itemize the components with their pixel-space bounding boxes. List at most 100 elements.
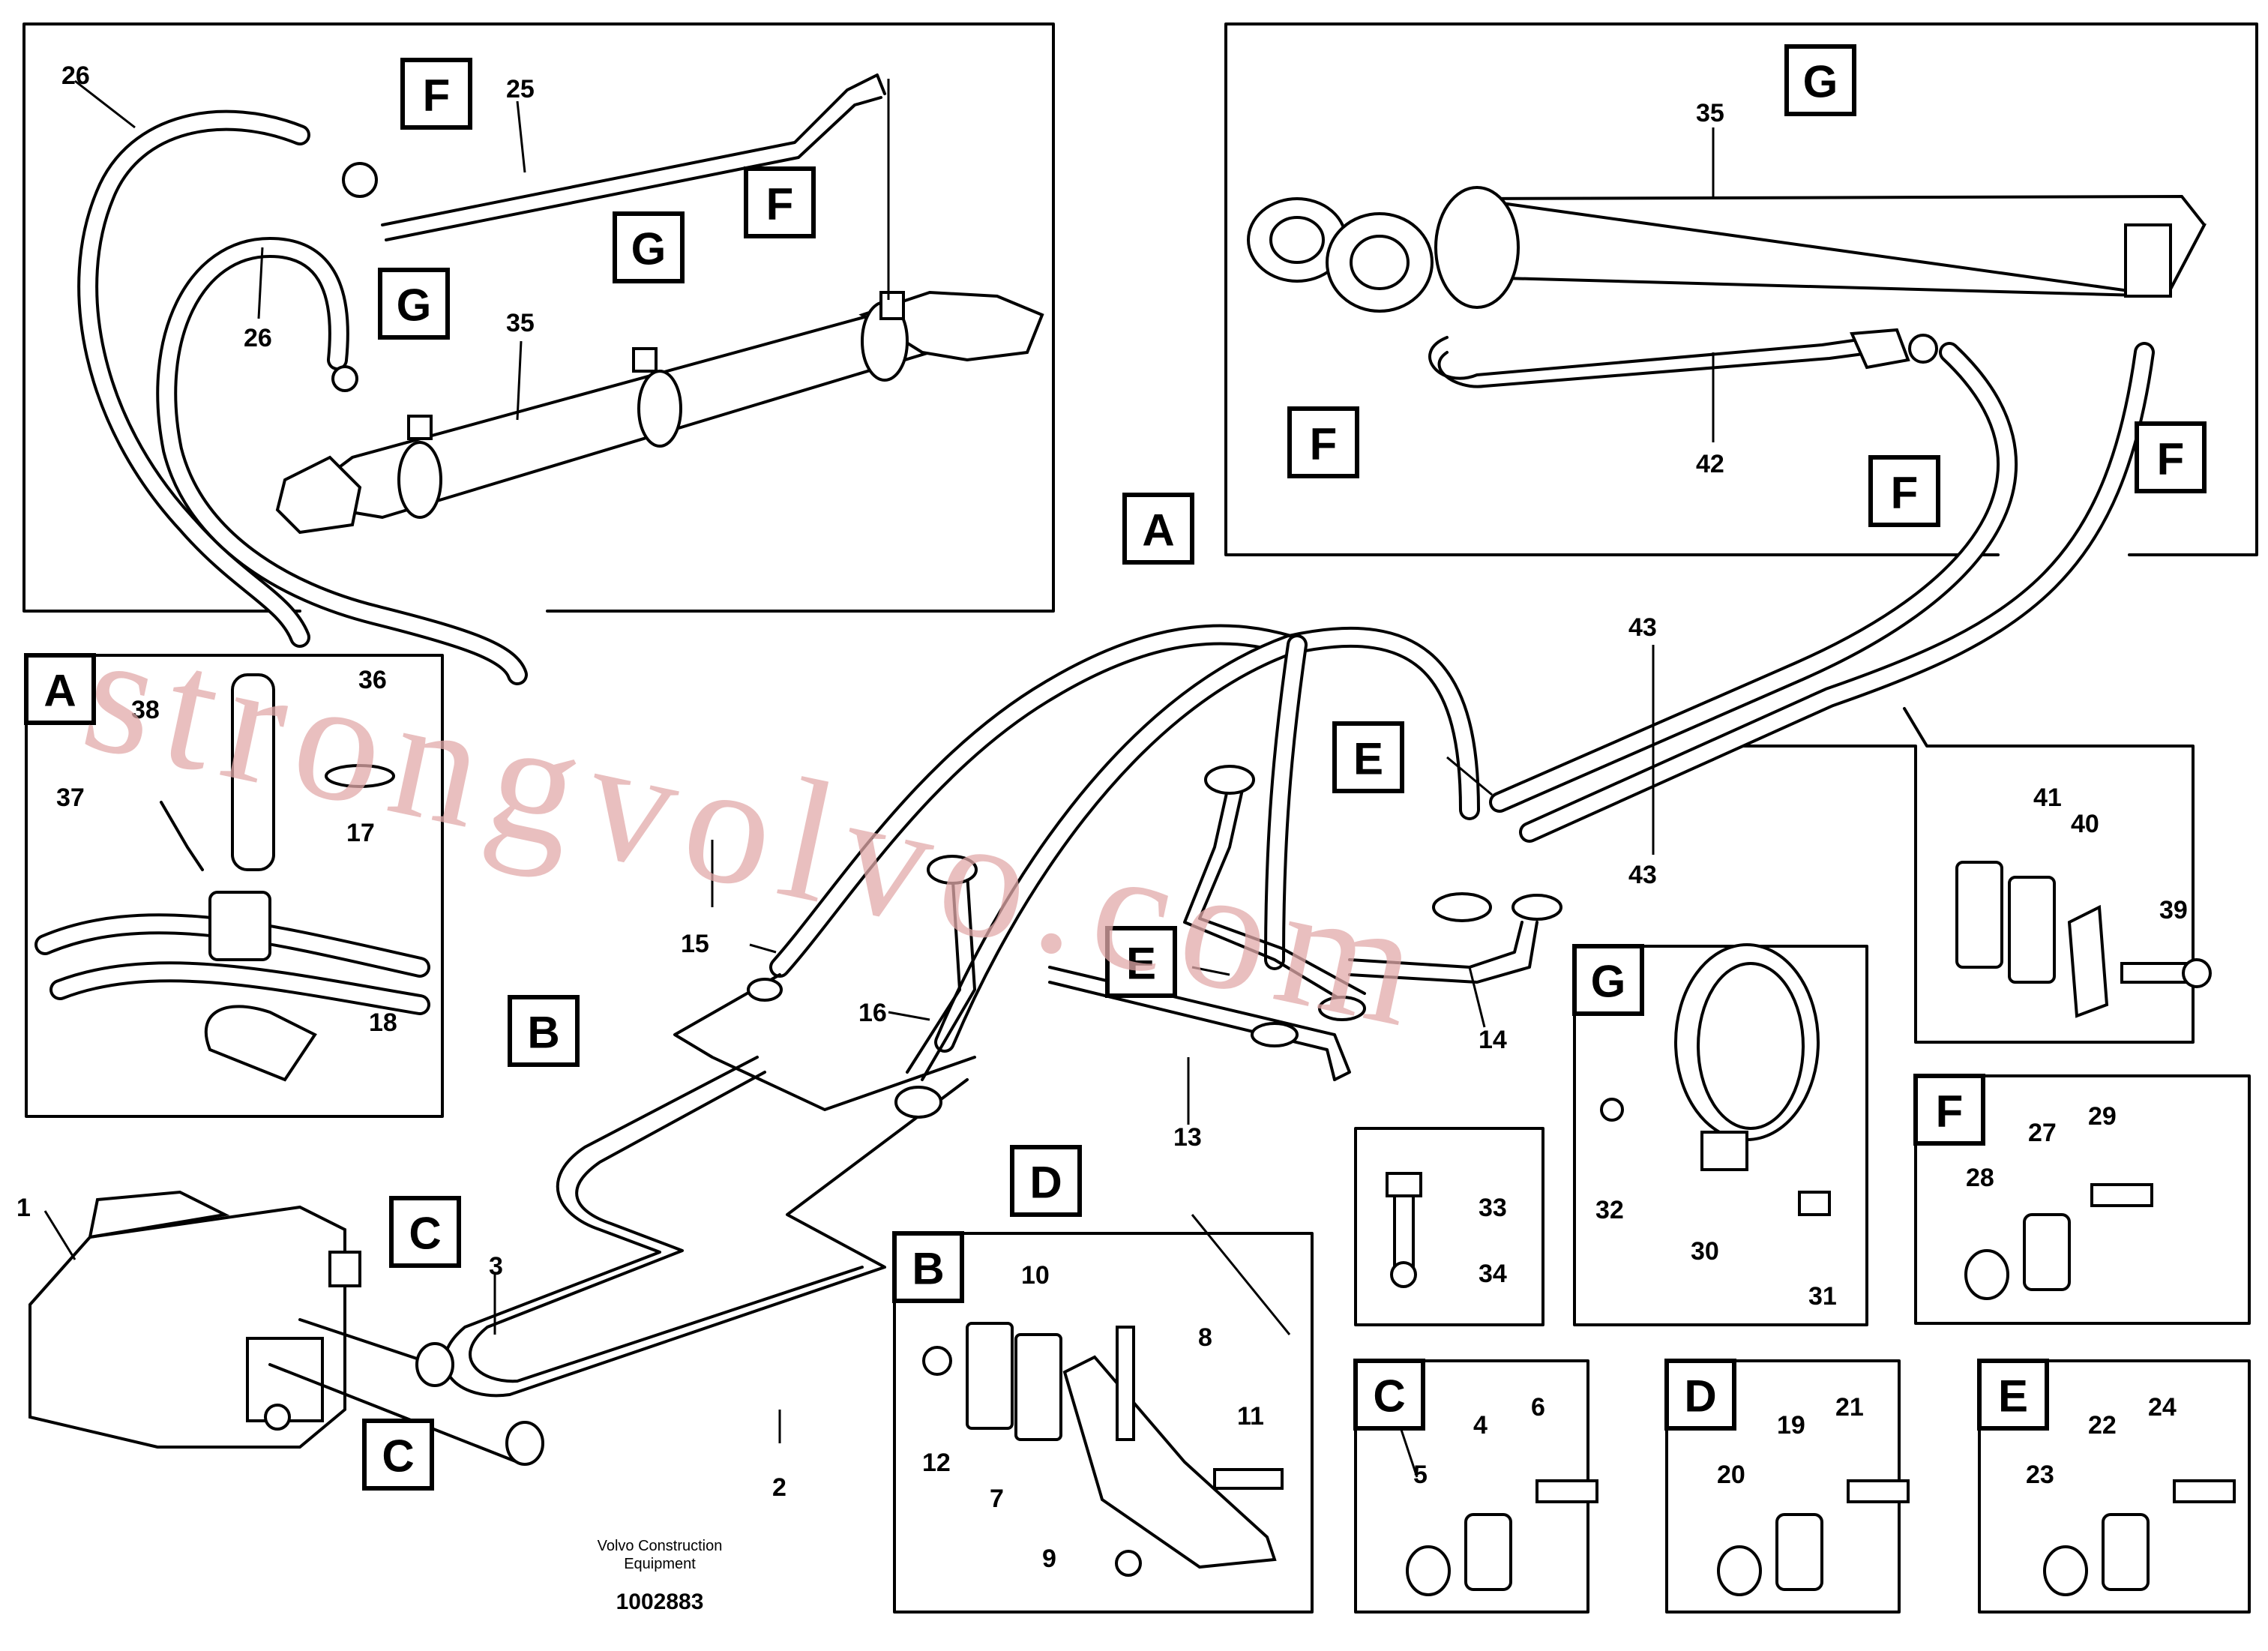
svg-text:F: F bbox=[423, 70, 451, 121]
part-number-21: 21 bbox=[1835, 1393, 1864, 1422]
part-number-22: 22 bbox=[2088, 1411, 2117, 1440]
part-number-9: 9 bbox=[1042, 1545, 1056, 1573]
svg-text:B: B bbox=[527, 1008, 559, 1058]
detail-clamp-content bbox=[1955, 861, 2212, 1018]
part-number-36: 36 bbox=[358, 666, 387, 694]
part-number-30: 30 bbox=[1691, 1237, 1719, 1266]
detail-e-content bbox=[2043, 1479, 2236, 1596]
detail-g-content bbox=[1600, 943, 1831, 1216]
svg-text:C: C bbox=[1373, 1371, 1405, 1422]
part-number-37: 37 bbox=[56, 784, 85, 812]
detail-tag-c: C bbox=[1353, 1359, 1425, 1431]
detail-tag-g: G bbox=[1572, 944, 1644, 1016]
part-number-40: 40 bbox=[2071, 810, 2099, 838]
detail-tag-f-top-right-2: F bbox=[1868, 455, 1940, 527]
svg-text:C: C bbox=[382, 1431, 414, 1482]
svg-text:F: F bbox=[1936, 1086, 1964, 1137]
part-number-17: 17 bbox=[346, 819, 375, 847]
svg-text:F: F bbox=[2157, 434, 2185, 484]
detail-tag-d: D bbox=[1664, 1359, 1736, 1431]
detail-d-content bbox=[1717, 1479, 1910, 1596]
part-number-1: 1 bbox=[16, 1194, 31, 1222]
part-number-19: 19 bbox=[1777, 1411, 1805, 1440]
detail-f-content bbox=[1964, 1183, 2153, 1300]
part-number-33: 33 bbox=[1479, 1194, 1507, 1222]
part-number-26-a: 26 bbox=[61, 61, 90, 90]
caption: Volvo Construction Equipment 1002883 bbox=[598, 1538, 723, 1614]
part-number-38: 38 bbox=[131, 696, 160, 724]
part-number-12: 12 bbox=[922, 1449, 951, 1477]
detail-tag-f-top-left-1: F bbox=[400, 58, 472, 130]
part-number-4: 4 bbox=[1473, 1411, 1488, 1440]
part-number-29: 29 bbox=[2088, 1102, 2117, 1131]
part-number-39: 39 bbox=[2159, 896, 2188, 924]
detail-tag-f: F bbox=[1913, 1074, 1985, 1146]
detail-tag-e-main-1: E bbox=[1332, 721, 1404, 793]
center-hoses bbox=[769, 342, 2155, 1053]
part-number-20: 20 bbox=[1717, 1461, 1745, 1489]
detail-tag-c-main-1: C bbox=[389, 1196, 461, 1268]
svg-text:B: B bbox=[912, 1244, 944, 1294]
part-labels: 26 25 26 35 35 42 43 43 38 36 37 17 18 1… bbox=[16, 61, 2188, 1573]
part-number-43-a: 43 bbox=[1628, 613, 1657, 642]
part-number-32: 32 bbox=[1595, 1196, 1624, 1224]
part-number-26-b: 26 bbox=[244, 324, 272, 352]
drawing-number: 1002883 bbox=[616, 1590, 704, 1614]
part-number-14: 14 bbox=[1479, 1026, 1507, 1054]
part-number-35-b: 35 bbox=[1696, 99, 1724, 127]
part-number-27: 27 bbox=[2028, 1119, 2057, 1147]
part-number-41: 41 bbox=[2033, 784, 2062, 812]
part-number-43-b: 43 bbox=[1628, 861, 1657, 889]
top-left-hoses bbox=[77, 73, 886, 685]
part-number-10: 10 bbox=[1021, 1261, 1050, 1290]
detail-tag-g-top-left-2: G bbox=[613, 211, 685, 283]
svg-text:A: A bbox=[1142, 505, 1174, 556]
frame-detail-g bbox=[1573, 945, 1868, 1326]
part-number-24: 24 bbox=[2148, 1393, 2177, 1422]
svg-text:G: G bbox=[1591, 957, 1626, 1007]
detail-tag-b: B bbox=[892, 1231, 964, 1303]
caption-maker-line2: Equipment bbox=[624, 1556, 696, 1572]
part-number-11: 11 bbox=[1237, 1402, 1264, 1431]
part-number-16: 16 bbox=[858, 999, 887, 1027]
part-number-6: 6 bbox=[1531, 1393, 1545, 1422]
detail-c-content bbox=[1406, 1479, 1598, 1596]
svg-text:D: D bbox=[1029, 1158, 1062, 1208]
part-number-2: 2 bbox=[772, 1473, 786, 1502]
svg-text:A: A bbox=[43, 666, 76, 716]
part-number-5: 5 bbox=[1413, 1461, 1428, 1489]
top-right-cylinder bbox=[1247, 186, 2207, 388]
part-number-28: 28 bbox=[1966, 1164, 1994, 1192]
detail-a-content bbox=[34, 673, 430, 1082]
caption-maker: Volvo Construction bbox=[598, 1538, 723, 1554]
detail-tag-d-main: D bbox=[1010, 1145, 1082, 1217]
part-number-15: 15 bbox=[681, 930, 709, 958]
top-left-cylinder bbox=[275, 162, 1044, 535]
svg-text:C: C bbox=[409, 1209, 441, 1259]
detail-tag-e: E bbox=[1977, 1359, 2049, 1431]
detail-tag-f-top-right-3: F bbox=[2135, 421, 2207, 493]
svg-text:E: E bbox=[1353, 734, 1383, 784]
svg-text:G: G bbox=[631, 224, 667, 274]
frame-detail-clamp bbox=[1708, 707, 2195, 1044]
detail-tag-g-top-right: G bbox=[1784, 44, 1856, 116]
detail-e-small-content bbox=[1386, 1172, 1422, 1288]
detail-b-content bbox=[922, 1322, 1284, 1577]
center-pipes bbox=[443, 765, 1562, 1398]
detail-tag-e-main-2: E bbox=[1105, 926, 1177, 998]
frame-detail-f bbox=[1914, 1074, 2251, 1325]
part-number-23: 23 bbox=[2026, 1461, 2054, 1489]
svg-text:E: E bbox=[1126, 939, 1156, 989]
frame-detail-e bbox=[1978, 1359, 2251, 1614]
svg-text:F: F bbox=[1891, 468, 1919, 518]
frame-top-left bbox=[22, 22, 1055, 613]
svg-text:F: F bbox=[1310, 419, 1338, 469]
part-number-13: 13 bbox=[1173, 1123, 1202, 1152]
part-number-35-a: 35 bbox=[506, 309, 535, 337]
detail-tag-c-main-2: C bbox=[362, 1419, 434, 1491]
svg-text:G: G bbox=[397, 280, 432, 331]
part-number-3: 3 bbox=[489, 1252, 503, 1281]
frame-detail-e-small bbox=[1354, 1127, 1544, 1326]
control-valve bbox=[28, 1190, 544, 1466]
